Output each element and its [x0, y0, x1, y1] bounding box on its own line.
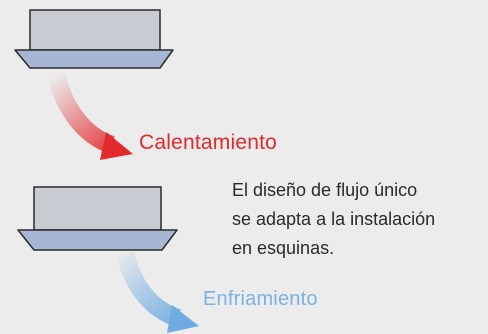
heating-label: Calentamiento	[139, 131, 278, 154]
bottom-unit-body	[33, 186, 162, 231]
description-line: en esquinas.	[232, 238, 335, 258]
top-unit-panel	[14, 49, 174, 69]
bottom-cassette-unit-icon	[17, 186, 178, 251]
cooling-label: Enfriamiento	[203, 288, 318, 310]
description-text: El diseño de flujo único se adapta a la …	[232, 176, 482, 263]
cooling-arrow-icon	[116, 251, 199, 333]
description-line: se adapta a la instalación	[232, 209, 436, 229]
top-unit-body	[29, 9, 161, 51]
top-cassette-unit-icon	[14, 9, 174, 69]
bottom-unit-panel	[17, 229, 178, 251]
description-line: El diseño de flujo único	[232, 180, 418, 200]
heating-arrow-icon	[47, 71, 133, 160]
